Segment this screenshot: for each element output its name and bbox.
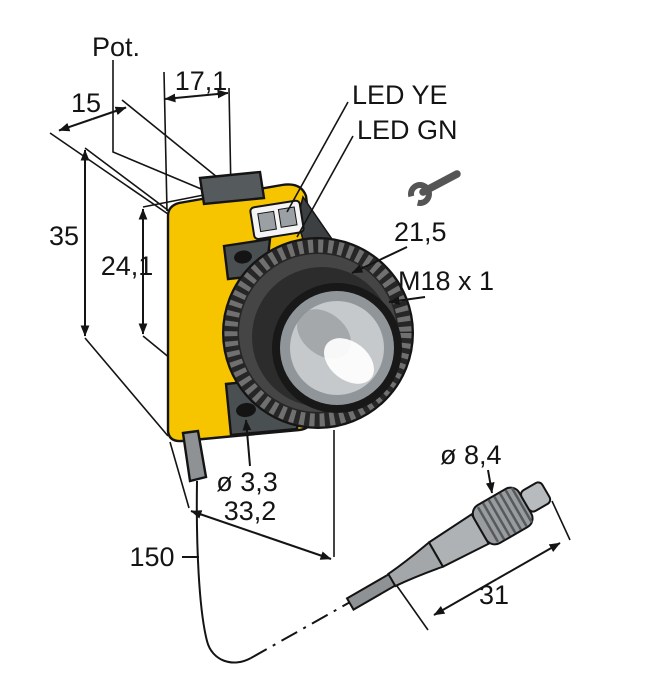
ext-31-right <box>551 500 571 541</box>
connector-tip <box>520 481 552 513</box>
led-window <box>249 199 305 240</box>
label-dia-8-4: ø 8,4 <box>440 440 502 470</box>
ext-17-1-left <box>163 71 168 212</box>
label-31: 31 <box>479 580 509 610</box>
led-yellow-indicator <box>257 210 277 233</box>
leader-led-gn <box>296 135 354 238</box>
leader-dia-8-4 <box>485 469 495 494</box>
leader-led-ye <box>286 101 349 213</box>
dim-31-right <box>496 542 561 580</box>
label-24-1: 24,1 <box>101 251 154 281</box>
cable-continuation <box>195 480 252 664</box>
pot-cover <box>198 170 266 206</box>
connector-body <box>427 512 491 568</box>
dim-17-1-left <box>164 93 197 103</box>
dim-33-2-left <box>190 510 262 536</box>
labels: Pot. 17,1 15 LED YE LED GN 35 24,1 21,5 … <box>49 32 509 610</box>
label-pot: Pot. <box>92 32 140 62</box>
label-led-gn: LED GN <box>357 115 458 145</box>
label-17-1: 17,1 <box>175 66 228 96</box>
ext-15-left <box>49 132 169 215</box>
dim-15-left <box>58 118 93 132</box>
dim-15-right <box>92 106 127 120</box>
label-m18: M18 x 1 <box>398 266 494 296</box>
ext-15-right <box>121 99 234 191</box>
ext-35-top <box>84 147 170 212</box>
cable <box>181 429 353 664</box>
label-led-ye: LED YE <box>352 80 448 110</box>
dim-33-2-right <box>260 534 332 560</box>
connector-nut-knurl <box>476 487 533 543</box>
ext-31-left <box>396 585 429 631</box>
cable-dash-dot <box>250 600 353 659</box>
label-dia-3-3: ø 3,3 <box>216 467 278 497</box>
lens-highlight <box>324 338 374 384</box>
m12-connector <box>345 481 552 611</box>
label-33-2: 33,2 <box>224 496 277 526</box>
label-21-5: 21,5 <box>394 217 447 247</box>
lens-barrel <box>222 237 414 429</box>
dim-17-1-right <box>196 89 229 99</box>
mounting-hole-top <box>234 250 252 264</box>
wrench-icon <box>407 170 461 207</box>
dimension-lines <box>58 89 571 631</box>
pot-leader-line <box>112 60 207 192</box>
mounting-hole-bottom <box>236 402 256 418</box>
leader-21-5 <box>351 246 408 274</box>
wrench-jaw <box>407 182 432 207</box>
dim-31-left <box>433 578 498 616</box>
led-green-indicator <box>277 206 298 228</box>
connector-cable <box>345 572 399 611</box>
ext-33-2-left <box>169 441 190 509</box>
label-150: 150 <box>129 542 174 572</box>
leader-dia-3-3 <box>242 419 252 467</box>
ext-35-bottom <box>84 337 169 437</box>
label-35: 35 <box>49 221 79 251</box>
cable-stub <box>181 429 208 483</box>
leader-m18 <box>388 296 426 305</box>
label-15: 15 <box>71 88 101 118</box>
knurled-ring <box>224 239 412 427</box>
